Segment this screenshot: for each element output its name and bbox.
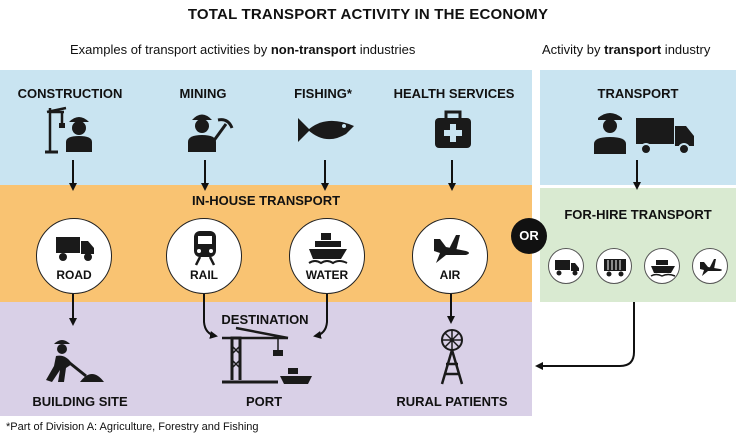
destination-rural-patients: RURAL PATIENTS [396, 394, 508, 409]
mode-water-label: WATER [305, 268, 349, 282]
truck-icon [555, 260, 579, 276]
industry-label-mining: MINING [179, 86, 227, 101]
left-heading-pre: Examples of transport activities by [70, 42, 271, 57]
plane-icon [434, 235, 469, 263]
destination-port: PORT [245, 394, 283, 409]
transport-industry-label: TRANSPORT [597, 86, 679, 101]
arrow-water-to-port [313, 294, 328, 339]
left-heading: Examples of transport activities by non-… [70, 42, 415, 57]
miner-pickaxe-icon [188, 114, 234, 152]
first-aid-kit-icon [435, 110, 471, 148]
or-badge: OR [511, 218, 547, 254]
plane-icon [700, 259, 722, 276]
for-hire-air [692, 248, 728, 284]
destination-label: DESTINATION [221, 312, 309, 327]
page-title: TOTAL TRANSPORT ACTIVITY IN THE ECONOMY [187, 6, 549, 23]
mode-rail-label: RAIL [190, 268, 218, 282]
for-hire-transport-label: FOR-HIRE TRANSPORT [564, 207, 712, 222]
port-crane-icon [222, 326, 312, 384]
mode-rail: RAIL [166, 218, 242, 294]
industry-label-health: HEALTH SERVICES [393, 86, 515, 101]
arrow-for-hire-to-destination [535, 302, 635, 370]
for-hire-road [548, 248, 584, 284]
digging-worker-icon [46, 340, 104, 382]
right-heading: Activity by transport industry [542, 42, 710, 57]
mode-road-label: ROAD [56, 268, 92, 282]
destination-building-site: BUILDING SITE [32, 394, 128, 409]
for-hire-rail [596, 248, 632, 284]
mode-air-label: AIR [439, 268, 461, 282]
industry-label-fishing: FISHING* [294, 86, 352, 101]
construction-worker-crane-icon [45, 106, 92, 154]
mode-road: ROAD [36, 218, 112, 294]
arrow-rail-to-port [203, 294, 218, 339]
right-heading-post: industry [661, 42, 711, 57]
ship-icon [650, 260, 676, 277]
train-icon [194, 231, 216, 266]
driver-truck-icon [594, 113, 694, 155]
industry-label-construction: CONSTRUCTION [17, 86, 123, 101]
mode-air: AIR [412, 218, 488, 294]
rail-wagon-icon [604, 259, 626, 277]
footnote: *Part of Division A: Agriculture, Forest… [6, 421, 259, 433]
for-hire-water [644, 248, 680, 284]
destination-band [0, 302, 532, 416]
ship-icon [308, 233, 348, 265]
in-house-transport-label: IN-HOUSE TRANSPORT [191, 193, 341, 208]
windmill-icon [440, 329, 464, 385]
right-heading-bold: transport [604, 42, 662, 57]
truck-icon [56, 237, 94, 261]
mode-water: WATER [289, 218, 365, 294]
left-heading-post: industries [356, 42, 416, 57]
left-heading-bold: non-transport [270, 42, 357, 57]
right-heading-pre: Activity by [542, 42, 605, 57]
fish-icon [298, 118, 354, 142]
